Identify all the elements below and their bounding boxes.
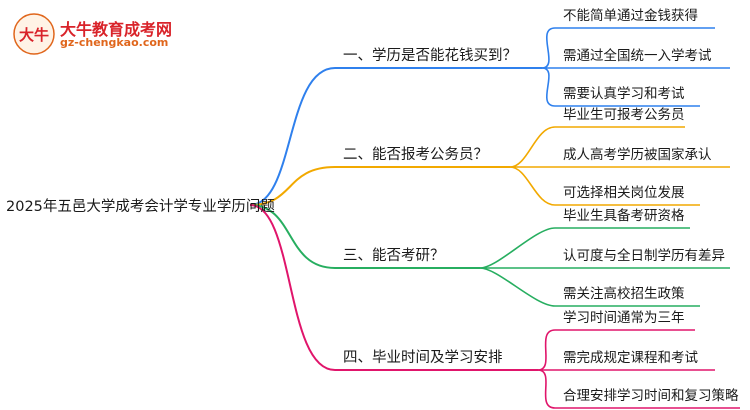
leaf-connector-4-1 — [537, 329, 556, 371]
branch-connector-4 — [249, 204, 336, 371]
site-logo[interactable]: 大牛 大牛教育成考网 gz-chengkao.com — [12, 12, 202, 55]
branch-topic-3: 三、能否考研？ — [343, 247, 445, 264]
mind-map-nodes: 2025年五邑大学成考会计学专业学历问题 一、学历是否能花钱买到？ 不能简单通过金钱… — [6, 7, 739, 404]
leaf-topic-3-1: 毕业生具备考研资格 — [563, 207, 685, 224]
root-topic: 2025年五邑大学成考会计学专业学历问题 — [6, 198, 275, 215]
branch-connector-3 — [249, 204, 336, 269]
leaf-connector-2-1 — [509, 126, 556, 168]
leaf-topic-4-2: 需完成规定课程和考试 — [563, 350, 698, 366]
leaf-topic-1-2: 需通过全国统一入学考试 — [563, 47, 712, 64]
leaf-topic-4-1: 学习时间通常为三年 — [563, 310, 685, 326]
leaf-topic-2-2: 成人高考学历被国家承认 — [563, 146, 712, 163]
leaf-topic-1-1: 不能简单通过金钱获得 — [563, 7, 698, 24]
leaf-connector-3-1 — [479, 227, 556, 269]
logo-mark-text: 大牛 — [19, 26, 49, 44]
leaf-topic-3-2: 认可度与全日制学历有差异 — [563, 247, 725, 264]
leaf-topic-2-1: 毕业生可报考公务员 — [563, 107, 685, 123]
mind-map-edges — [249, 27, 740, 409]
leaf-connector-1-3 — [541, 67, 556, 107]
leaf-topic-1-3: 需要认真学习和考试 — [563, 86, 685, 102]
leaf-connector-4-3 — [537, 369, 556, 409]
logo-url: gz-chengkao.com — [60, 36, 169, 49]
leaf-connector-3-3 — [479, 267, 556, 307]
branch-connector-2 — [249, 166, 336, 206]
leaf-connector-2-3 — [509, 166, 556, 206]
branch-topic-2: 二、能否报考公务员？ — [343, 146, 488, 163]
logo-mark-icon: 大牛 — [13, 13, 55, 55]
leaf-connector-1-1 — [541, 27, 556, 69]
leaf-topic-4-3: 合理安排学习时间和复习策略 — [563, 387, 739, 404]
logo-title: 大牛教育成考网 — [60, 20, 173, 39]
branch-topic-4: 四、毕业时间及学习安排 — [343, 349, 503, 366]
branch-topic-1: 一、学历是否能花钱买到？ — [343, 47, 517, 64]
branch-connector-1 — [249, 67, 336, 206]
leaf-topic-2-3: 可选择相关岗位发展 — [563, 185, 685, 201]
leaf-topic-3-3: 需关注高校招生政策 — [563, 285, 685, 302]
